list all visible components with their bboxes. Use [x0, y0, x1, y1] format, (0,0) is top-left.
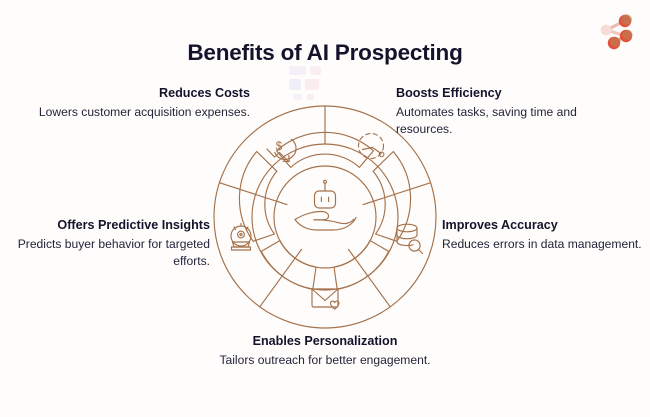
- callout-description: Lowers customer acquisition expenses.: [38, 104, 250, 119]
- callout-enables-personalization: Enables Personalization Tailors outreach…: [215, 333, 435, 369]
- callout-title: Offers Predictive Insights: [57, 218, 210, 232]
- callout-boosts-efficiency: Boosts Efficiency Automates tasks, savin…: [396, 85, 596, 137]
- page-title: Benefits of AI Prospecting: [187, 40, 463, 65]
- inner-ring-circle: [273, 165, 377, 269]
- brand-logo: [600, 14, 633, 50]
- background-watermark: [289, 66, 321, 100]
- inner-petal-segments: [238, 131, 412, 290]
- callout-improves-accuracy: Improves Accuracy Reduces errors in data…: [442, 217, 642, 253]
- callout-title: Reduces Costs: [159, 86, 250, 100]
- logo-network-icon: [600, 14, 633, 50]
- callout-description: Reduces errors in data management.: [442, 236, 642, 251]
- svg-text:$: $: [276, 141, 283, 153]
- benefits-circular-diagram: $: [213, 105, 437, 329]
- ring-dividers: [218, 105, 432, 308]
- callout-offers-predictive-insights: Offers Predictive Insights Predicts buye…: [12, 217, 210, 269]
- crystal-ball-icon: [230, 222, 252, 251]
- callout-description: Tailors outreach for better engagement.: [219, 352, 431, 367]
- database-search-icon: [396, 223, 424, 255]
- callout-title: Boosts Efficiency: [396, 86, 502, 100]
- callout-description: Predicts buyer behavior for targeted eff…: [17, 236, 210, 268]
- email-heart-icon: [311, 288, 340, 310]
- callout-title: Improves Accuracy: [442, 218, 558, 232]
- hand-holding-robot-icon: [294, 179, 357, 231]
- speed-clock-icon: [357, 132, 385, 160]
- dollar-decrease-icon: $: [266, 138, 297, 163]
- callout-reduces-costs: Reduces Costs Lowers customer acquisitio…: [26, 85, 250, 121]
- callout-description: Automates tasks, saving time and resourc…: [396, 104, 577, 136]
- callout-title: Enables Personalization: [252, 334, 398, 348]
